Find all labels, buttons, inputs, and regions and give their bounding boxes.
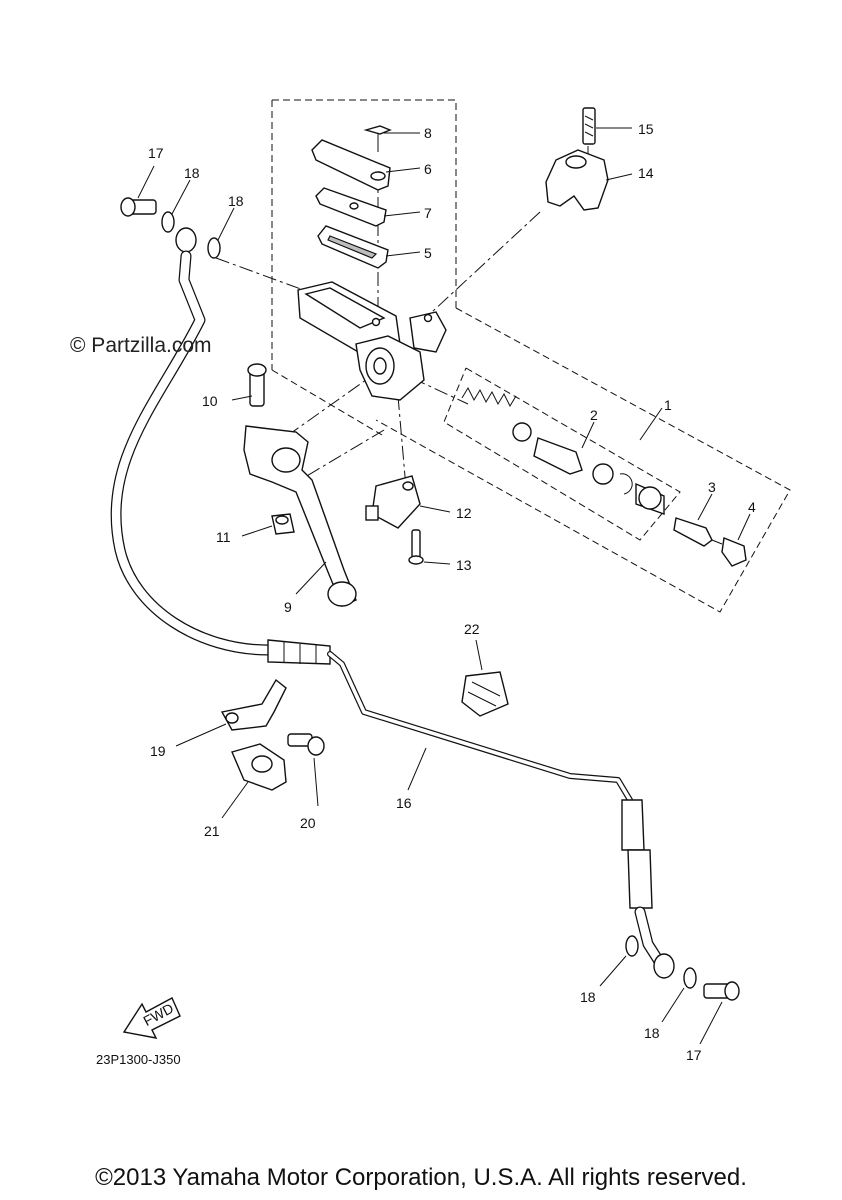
- callout-10: 10: [202, 393, 218, 409]
- hose-clamp: [220, 678, 325, 791]
- holder-and-bolt: [545, 107, 609, 211]
- callout-7: 7: [424, 205, 432, 221]
- callout-5: 5: [424, 245, 432, 261]
- callout-19: 19: [150, 743, 166, 759]
- callout-16: 16: [396, 795, 412, 811]
- callout-15: 15: [638, 121, 654, 137]
- banjo-fitting-top: [120, 197, 221, 259]
- callout-6: 6: [424, 161, 432, 177]
- leader-lines: [137, 127, 751, 1045]
- callout-13: 13: [456, 557, 472, 573]
- watermark: © Partzilla.com: [70, 334, 212, 357]
- callout-numbers: 8 6 7 5 15 14 17 18 18 1 2 3 4 10 11 12 …: [148, 121, 756, 1063]
- callout-18-a: 18: [184, 165, 200, 181]
- callout-18-d: 18: [644, 1025, 660, 1041]
- callout-9: 9: [284, 599, 292, 615]
- callout-17-bottom: 17: [686, 1047, 702, 1063]
- fwd-arrow-icon: FWD: [122, 997, 181, 1039]
- callout-11: 11: [216, 529, 231, 545]
- callout-17-top: 17: [148, 145, 164, 161]
- master-cylinder-body: [297, 281, 447, 401]
- callout-8: 8: [424, 125, 432, 141]
- callout-18-b: 18: [228, 193, 244, 209]
- wire-guide: [461, 671, 509, 717]
- callout-3: 3: [708, 479, 716, 495]
- piston-kit: [461, 386, 665, 515]
- clutch-lever: [243, 363, 357, 607]
- callout-20: 20: [300, 815, 316, 831]
- callout-21: 21: [204, 823, 220, 839]
- callout-14: 14: [638, 165, 654, 181]
- callout-1: 1: [664, 397, 672, 413]
- clutch-switch: [365, 475, 424, 565]
- callout-2: 2: [590, 407, 598, 423]
- callout-4: 4: [748, 499, 756, 515]
- callout-12: 12: [456, 505, 472, 521]
- reservoir-cap-parts: [311, 125, 392, 269]
- callout-22: 22: [464, 621, 480, 637]
- copyright-notice: ©2013 Yamaha Motor Corporation, U.S.A. A…: [95, 1164, 747, 1191]
- diagram-code: 23P1300-J350: [96, 1052, 181, 1067]
- callout-18-c: 18: [580, 989, 596, 1005]
- banjo-fitting-bottom: [625, 935, 740, 1001]
- clutch-hose: [110, 250, 675, 979]
- group-outlines: [271, 99, 791, 613]
- push-rod: [673, 517, 747, 567]
